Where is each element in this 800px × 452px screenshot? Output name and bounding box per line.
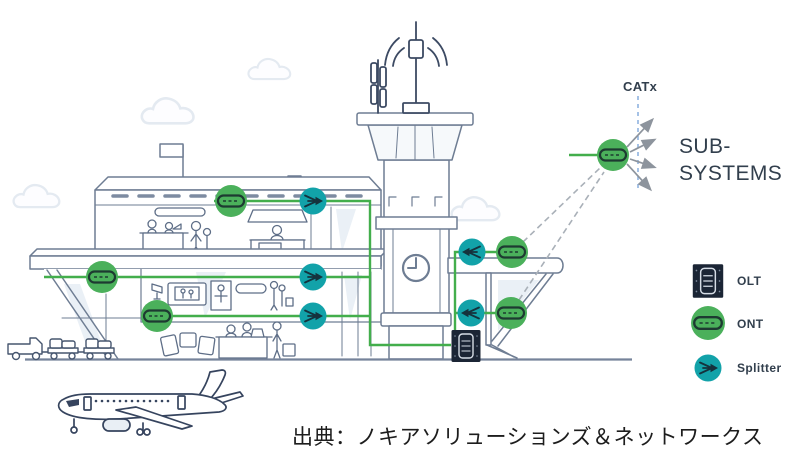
tower-shaft [383,159,450,314]
ont-catx-hub [595,137,631,173]
fiber-main-run [214,199,451,347]
legend-label-olt: OLT [737,274,762,288]
splitter-ground-2 [298,301,328,331]
cloud [140,97,195,125]
cockpit-window [66,399,79,407]
source-caption: 出典：ノキアソリューションズ＆ネットワークス [292,426,764,449]
wing [115,406,193,430]
legend-ont-icon [689,304,727,342]
airplane [57,369,244,436]
cloud [450,195,501,222]
catx-links [518,96,657,301]
splitter-canopy-lower [456,298,486,328]
info-booth-roof [247,209,308,223]
ont-canopy-lower [493,295,529,331]
splitter-canopy-upper [457,237,487,267]
cloud [12,183,61,209]
legend-olt-icon [692,263,724,299]
olt-main [450,329,482,363]
baggage-tug [7,337,43,355]
antenna-mast [370,21,448,114]
subsystems-label: SUB- SYSTEMS [679,133,782,187]
legend-label-splitter: Splitter [737,361,782,375]
subsystem-arrows [626,117,657,192]
ont-ground-mid [139,298,175,334]
splitter-ground-1 [298,262,328,292]
service-desk [218,336,268,359]
radio-waves-icon [384,37,448,67]
terminal-building [29,143,389,360]
baggage-area [160,321,296,359]
cloud [247,57,292,81]
flag [159,143,184,158]
legend-label-ont: ONT [737,317,764,331]
tower-base [388,325,444,360]
ont-canopy-upper [494,234,530,270]
control-tower [356,112,474,360]
tail-fin [196,369,227,401]
ont-upper-floor [213,183,249,219]
subsystems-line2: SYSTEMS [679,162,783,185]
security-camera [151,283,163,300]
catx-label: CATx [623,79,658,94]
splitter-upper-floor [298,186,328,216]
ground-floor-fascia [29,255,382,270]
overhead-sign [154,207,206,217]
security-area [151,280,294,311]
ont-ground-left [84,259,120,295]
subsystems-line1: SUB- [679,135,731,158]
legend-splitter-icon [693,353,723,383]
baggage-carts [7,337,115,361]
engine [102,418,131,432]
